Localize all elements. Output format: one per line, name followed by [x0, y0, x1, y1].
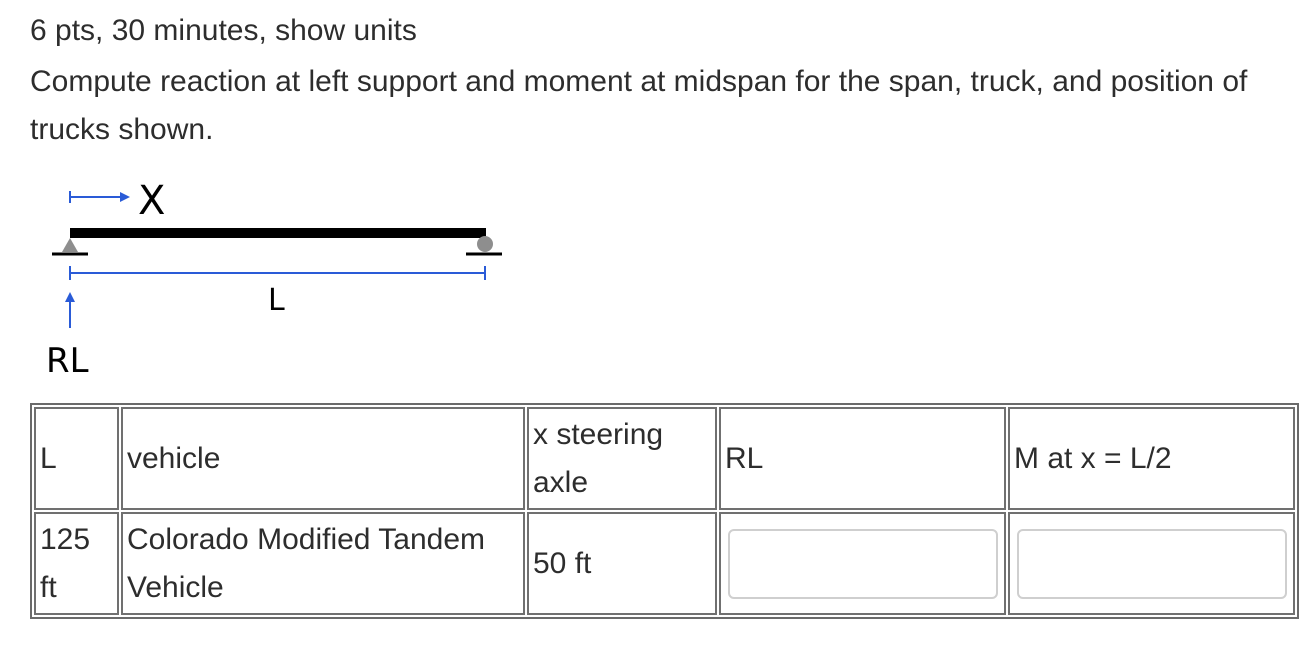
reaction-arrow: [65, 292, 75, 328]
span-label: L: [268, 283, 285, 318]
cell-vehicle: Colorado Modified Tandem Vehicle: [121, 512, 525, 615]
roller-support: [477, 236, 493, 252]
question-table: L vehicle x steering axle RL M at x = L/…: [30, 403, 1299, 619]
header-RL: RL: [719, 407, 1006, 510]
beam: [70, 228, 486, 238]
span-dimension: [69, 266, 486, 280]
question-prompt: Compute reaction at left support and mom…: [30, 65, 1248, 146]
question-meta: 6 pts, 30 minutes, show units: [30, 14, 417, 47]
cell-RL: [719, 512, 1006, 615]
cell-moment: [1008, 512, 1295, 615]
table-header-row: L vehicle x steering axle RL M at x = L/…: [34, 407, 1295, 510]
header-moment: M at x = L/2: [1008, 407, 1295, 510]
beam-diagram: X L RL: [46, 178, 502, 381]
rl-answer-input[interactable]: [727, 528, 998, 599]
question-table-wrapper: L vehicle x steering axle RL M at x = L/…: [30, 403, 1299, 619]
cell-x-steering-axle: 50 ft: [527, 512, 717, 615]
header-x-steering-axle: x steering axle: [527, 407, 717, 510]
pin-support: [62, 238, 78, 252]
cell-L: 125 ft: [34, 512, 119, 615]
x-label: X: [138, 178, 165, 224]
table-row: 125 ft Colorado Modified Tandem Vehicle …: [34, 512, 1295, 615]
moment-answer-input[interactable]: [1016, 528, 1287, 599]
header-L: L: [34, 407, 119, 510]
header-vehicle: vehicle: [121, 407, 525, 510]
reaction-label: RL: [46, 341, 89, 381]
x-direction-arrow: [69, 191, 130, 203]
